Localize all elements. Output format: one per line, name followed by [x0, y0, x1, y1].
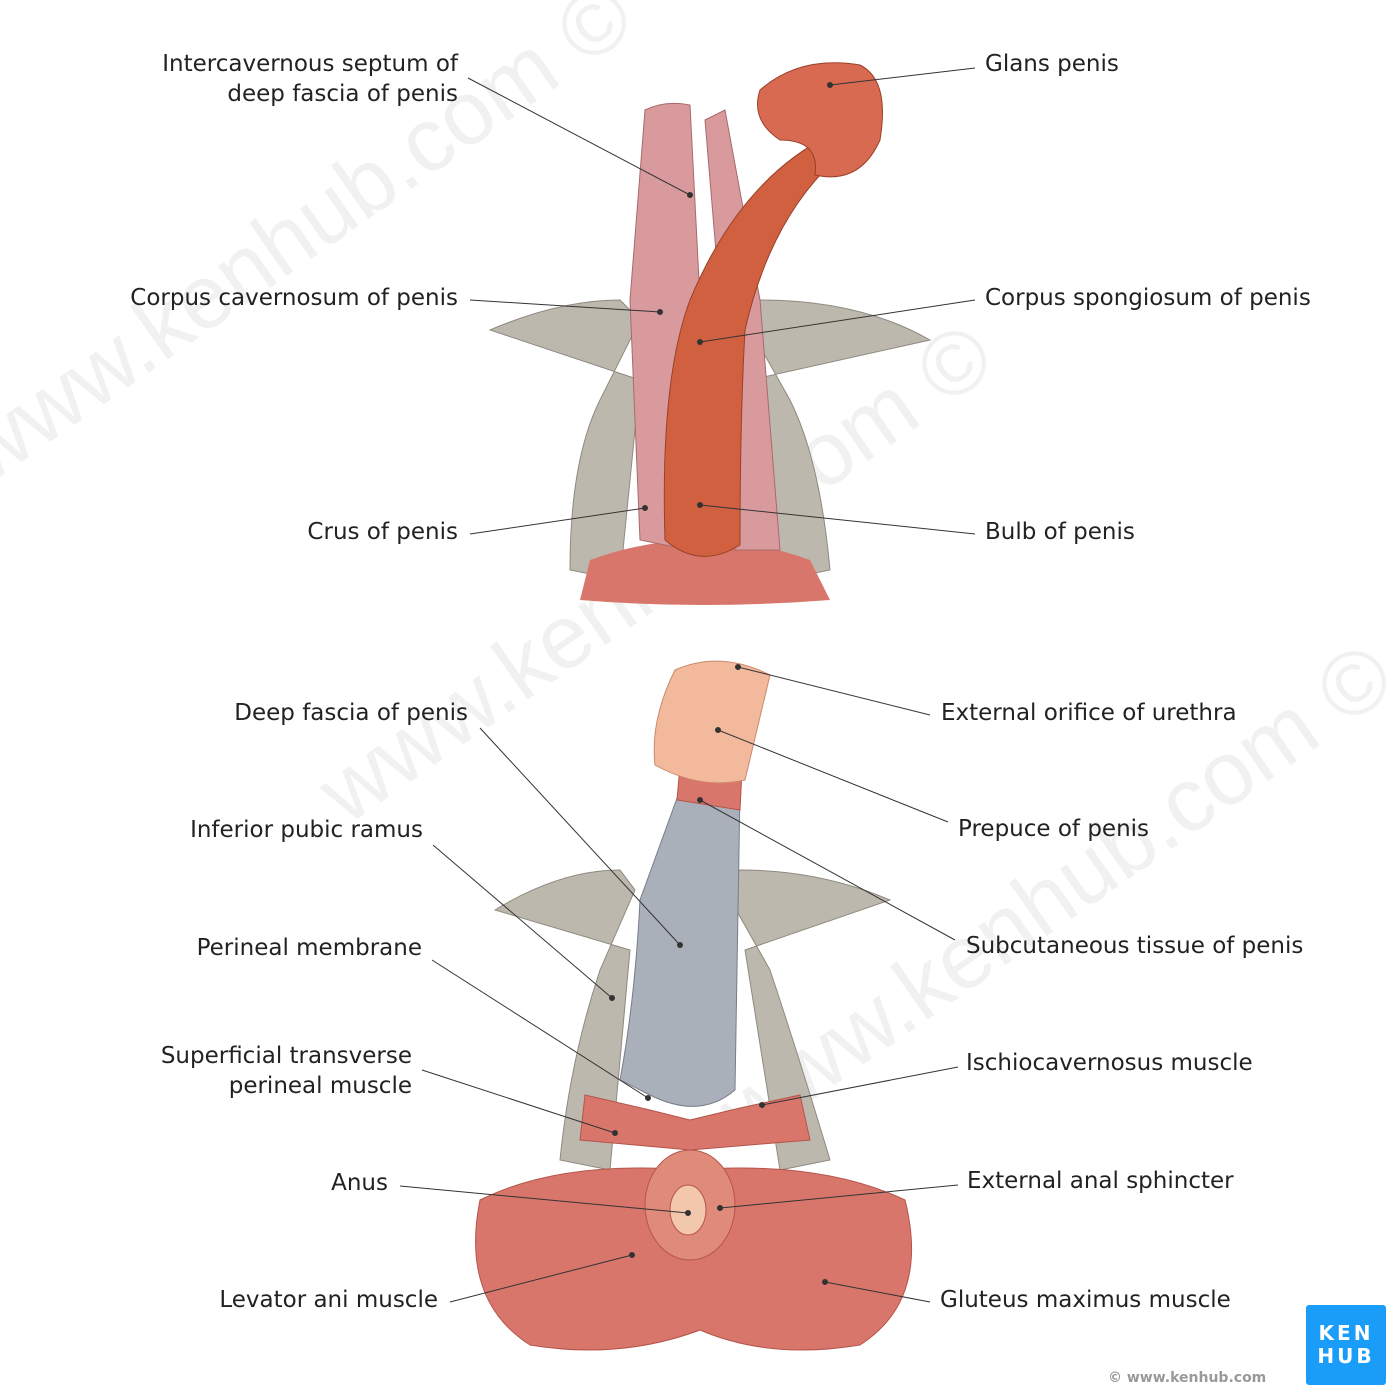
pubic-bone-bottom-left [493, 869, 636, 1171]
label-deep-fascia: Deep fascia of penis [234, 700, 468, 726]
prepuce [653, 660, 771, 784]
label-external-anal-sphincter: External anal sphincter [967, 1168, 1234, 1194]
bottom-figure [475, 660, 913, 1351]
label-corpus-cavernosum: Corpus cavernosum of penis [130, 285, 458, 311]
label-inferior-pubic-ramus: Inferior pubic ramus [190, 817, 423, 843]
label-anus: Anus [331, 1170, 388, 1196]
label-levator-ani: Levator ani muscle [219, 1287, 438, 1313]
label-glans-penis: Glans penis [985, 51, 1119, 77]
label-crus-of-penis: Crus of penis [307, 519, 458, 545]
label-perineal-membrane: Perineal membrane [196, 935, 422, 961]
label-intercavernous-septum: Intercavernous septum of deep fascia of … [162, 49, 458, 109]
label-prepuce: Prepuce of penis [958, 816, 1150, 842]
label-superficial-transverse-perineal: Superficial transverse perineal muscle [161, 1041, 412, 1101]
pubic-bone-top [488, 299, 641, 581]
logo-line: KEN [1318, 1321, 1374, 1345]
label-line: perineal muscle [228, 1073, 412, 1099]
logo-line: HUB [1317, 1344, 1375, 1368]
pubic-bone-top-right [744, 299, 932, 581]
label-gluteus-maximus: Gluteus maximus muscle [940, 1287, 1231, 1313]
label-bulb-of-penis: Bulb of penis [985, 519, 1135, 545]
perineum-top [580, 540, 830, 605]
label-external-orifice-urethra: External orifice of urethra [941, 700, 1237, 726]
label-ischiocavernosus: Ischiocavernosus muscle [966, 1050, 1253, 1076]
kenhub-logo: KEN HUB [1306, 1305, 1386, 1385]
leader-lines [399, 67, 976, 1303]
label-line: deep fascia of penis [227, 81, 458, 107]
penis-shaft [619, 789, 741, 1107]
pubic-bone-bottom-right [724, 869, 892, 1171]
label-subcutaneous-tissue: Subcutaneous tissue of penis [966, 933, 1304, 959]
top-figure [488, 62, 932, 605]
label-line: Superficial transverse [160, 1043, 412, 1069]
corpus-spongiosum [663, 134, 836, 557]
perineal-muscles [579, 1094, 811, 1151]
label-corpus-spongiosum: Corpus spongiosum of penis [985, 285, 1311, 311]
glans-penis [757, 62, 883, 178]
label-line: Intercavernous septum of [162, 51, 458, 77]
copyright: © www.kenhub.com [1108, 1370, 1267, 1386]
